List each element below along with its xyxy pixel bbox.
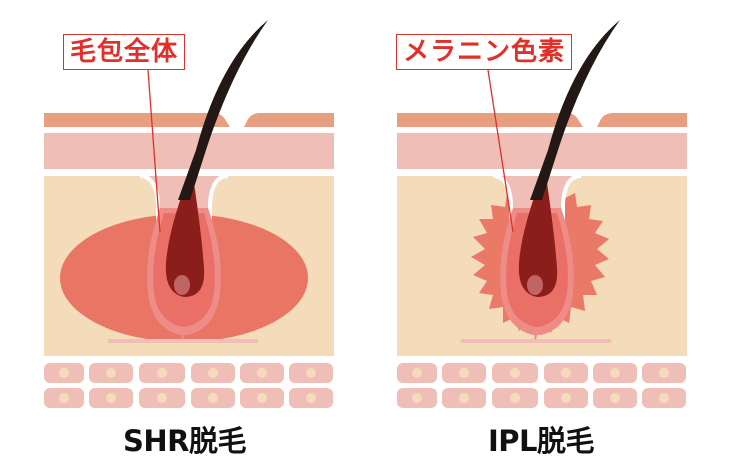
caption-shr: SHR脱毛 — [123, 424, 247, 458]
callout-leader-left — [147, 69, 161, 233]
shr-skin-diagram — [44, 113, 334, 408]
hair-shaft-right — [530, 20, 620, 200]
callout-shr-target: 毛包全体 — [63, 34, 186, 70]
callout-ipl-target: メラニン色素 — [396, 34, 573, 70]
ipl-skin-diagram — [397, 113, 687, 408]
hair-shaft-left — [178, 20, 268, 200]
caption-ipl: IPL脱毛 — [488, 424, 595, 458]
callout-leader-right — [487, 69, 514, 233]
